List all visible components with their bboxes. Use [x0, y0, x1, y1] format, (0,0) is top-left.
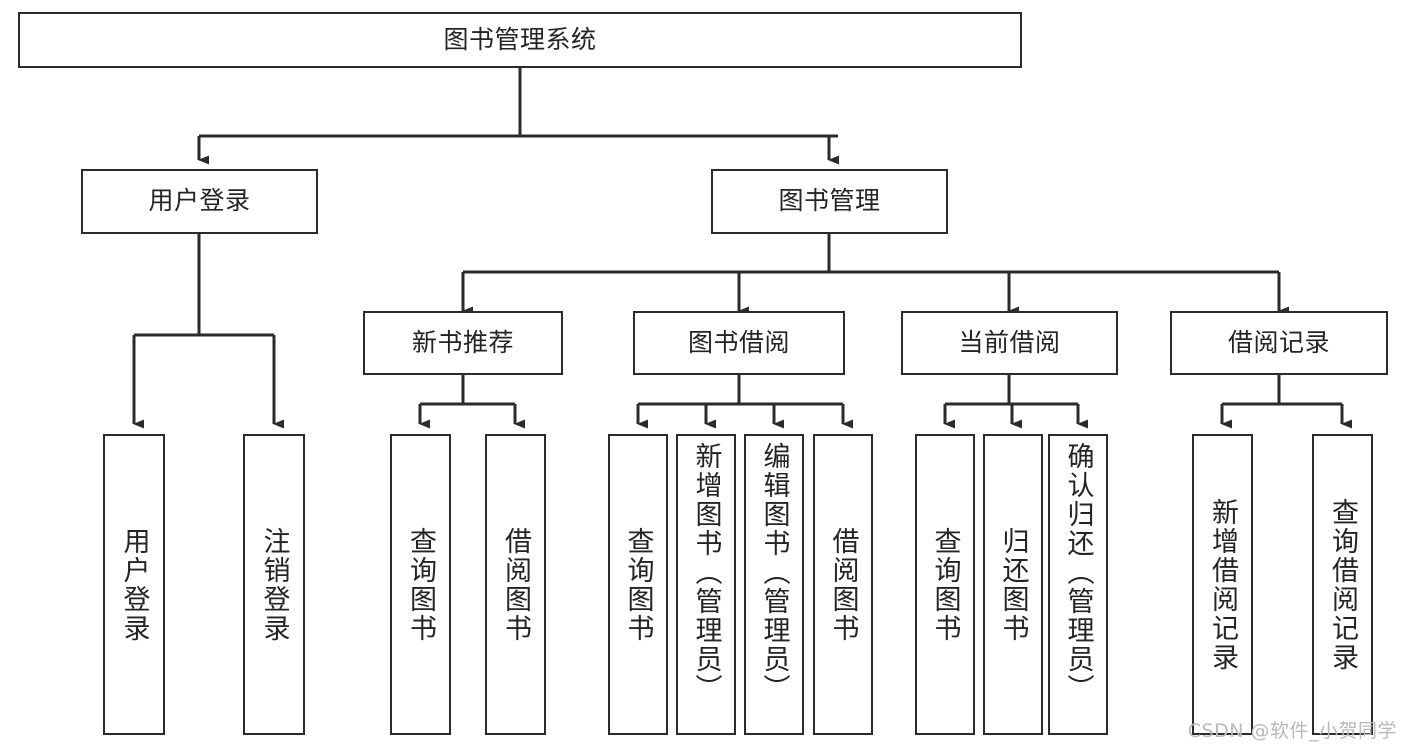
node-current-borrow[interactable]: 当前借阅 [901, 311, 1118, 375]
node-label: 查询图书 [622, 526, 654, 643]
node-leaf-return-book[interactable]: 归还图书 [983, 434, 1043, 735]
node-leaf-borrow-book-borrow[interactable]: 借阅图书 [813, 434, 873, 735]
node-label: 图书管理系统 [443, 24, 597, 54]
node-label: 确认归还（管理员） [1062, 442, 1094, 703]
node-label: 借阅记录 [1227, 327, 1330, 357]
node-leaf-query-borrow-record[interactable]: 查询借阅记录 [1312, 434, 1373, 735]
node-label: 注销登录 [258, 526, 290, 643]
node-label: 用户登录 [118, 526, 150, 643]
node-root-book-management-system[interactable]: 图书管理系统 [18, 12, 1022, 68]
node-leaf-edit-book-admin[interactable]: 编辑图书（管理员） [744, 434, 804, 735]
node-leaf-confirm-return-admin[interactable]: 确认归还（管理员） [1048, 434, 1108, 735]
node-label: 用户登录 [148, 186, 251, 216]
node-label: 新增图书（管理员） [690, 442, 722, 703]
node-user-login[interactable]: 用户登录 [81, 169, 318, 234]
node-label: 编辑图书（管理员） [758, 442, 790, 703]
node-borrow-record[interactable]: 借阅记录 [1170, 311, 1388, 375]
node-label: 新书推荐 [411, 327, 514, 357]
node-leaf-query-book-recommend[interactable]: 查询图书 [390, 434, 451, 735]
node-label: 图书管理 [778, 186, 881, 216]
node-book-borrow[interactable]: 图书借阅 [633, 311, 845, 375]
node-leaf-logout[interactable]: 注销登录 [243, 434, 305, 735]
node-label: 借阅图书 [500, 526, 531, 643]
node-book-management[interactable]: 图书管理 [711, 169, 948, 234]
node-leaf-add-borrow-record[interactable]: 新增借阅记录 [1192, 434, 1253, 735]
node-new-book-recommend[interactable]: 新书推荐 [363, 311, 563, 375]
node-label: 借阅图书 [827, 526, 859, 643]
node-label: 查询图书 [405, 526, 436, 643]
node-label: 归还图书 [997, 526, 1029, 643]
node-label: 当前借阅 [958, 327, 1061, 357]
node-leaf-user-login[interactable]: 用户登录 [103, 434, 165, 735]
node-label: 查询借阅记录 [1327, 497, 1358, 672]
node-leaf-add-book-admin[interactable]: 新增图书（管理员） [676, 434, 736, 735]
node-label: 图书借阅 [687, 327, 790, 357]
node-leaf-query-book-current[interactable]: 查询图书 [915, 434, 975, 735]
node-leaf-query-book-borrow[interactable]: 查询图书 [608, 434, 668, 735]
node-label: 新增借阅记录 [1207, 497, 1238, 672]
node-leaf-borrow-book-recommend[interactable]: 借阅图书 [485, 434, 546, 735]
node-label: 查询图书 [929, 526, 961, 643]
